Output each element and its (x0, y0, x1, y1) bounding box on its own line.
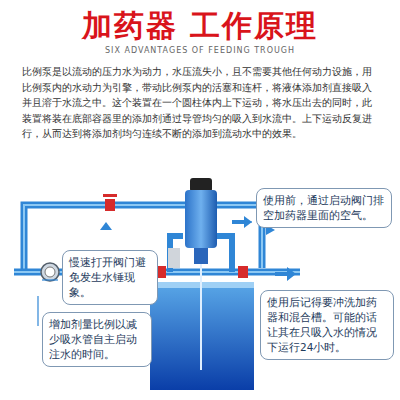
stand (168, 248, 180, 268)
water-meter (41, 263, 59, 281)
leader-arrows (38, 222, 252, 326)
title: 加药器 工作原理 (0, 6, 400, 47)
callout-text: 增加剂量比例以减少吸水管自主启动注水的时间。 (49, 317, 145, 362)
callout-box: 使用后记得要冲洗加药器和混合槽。可能的话让其在只吸入水的情况下运行24小时。 (260, 290, 394, 360)
callout-text: 慢速打开阀门避免发生水锤现象。 (69, 255, 151, 300)
pump-base (194, 248, 208, 264)
pump-cap (190, 178, 212, 192)
description: 比例泵是以流动的压力水为动力，水压流失小，且不需要其他任何动力设施，用比例泵内的… (22, 64, 380, 142)
callout-box: 慢速打开阀门避免发生水锤现象。 (62, 250, 158, 305)
callout-text: 使用前，通过启动阀门排空加药器里面的空气。 (263, 193, 385, 223)
suction-tube (200, 264, 202, 370)
meter-dial (45, 267, 55, 277)
subtitle: SIX ADVANTAGES OF FEEDING TROUGH (0, 46, 400, 55)
callout-text: 使用后记得要冲洗加药器和混合槽。可能的话让其在只吸入水的情况下运行24小时。 (267, 295, 387, 355)
callout-box: 增加剂量比例以减少吸水管自主启动注水的时间。 (42, 312, 152, 367)
dosing-pump (185, 190, 217, 248)
callout-box: 使用前，通过启动阀门排空加药器里面的空气。 (256, 188, 392, 228)
